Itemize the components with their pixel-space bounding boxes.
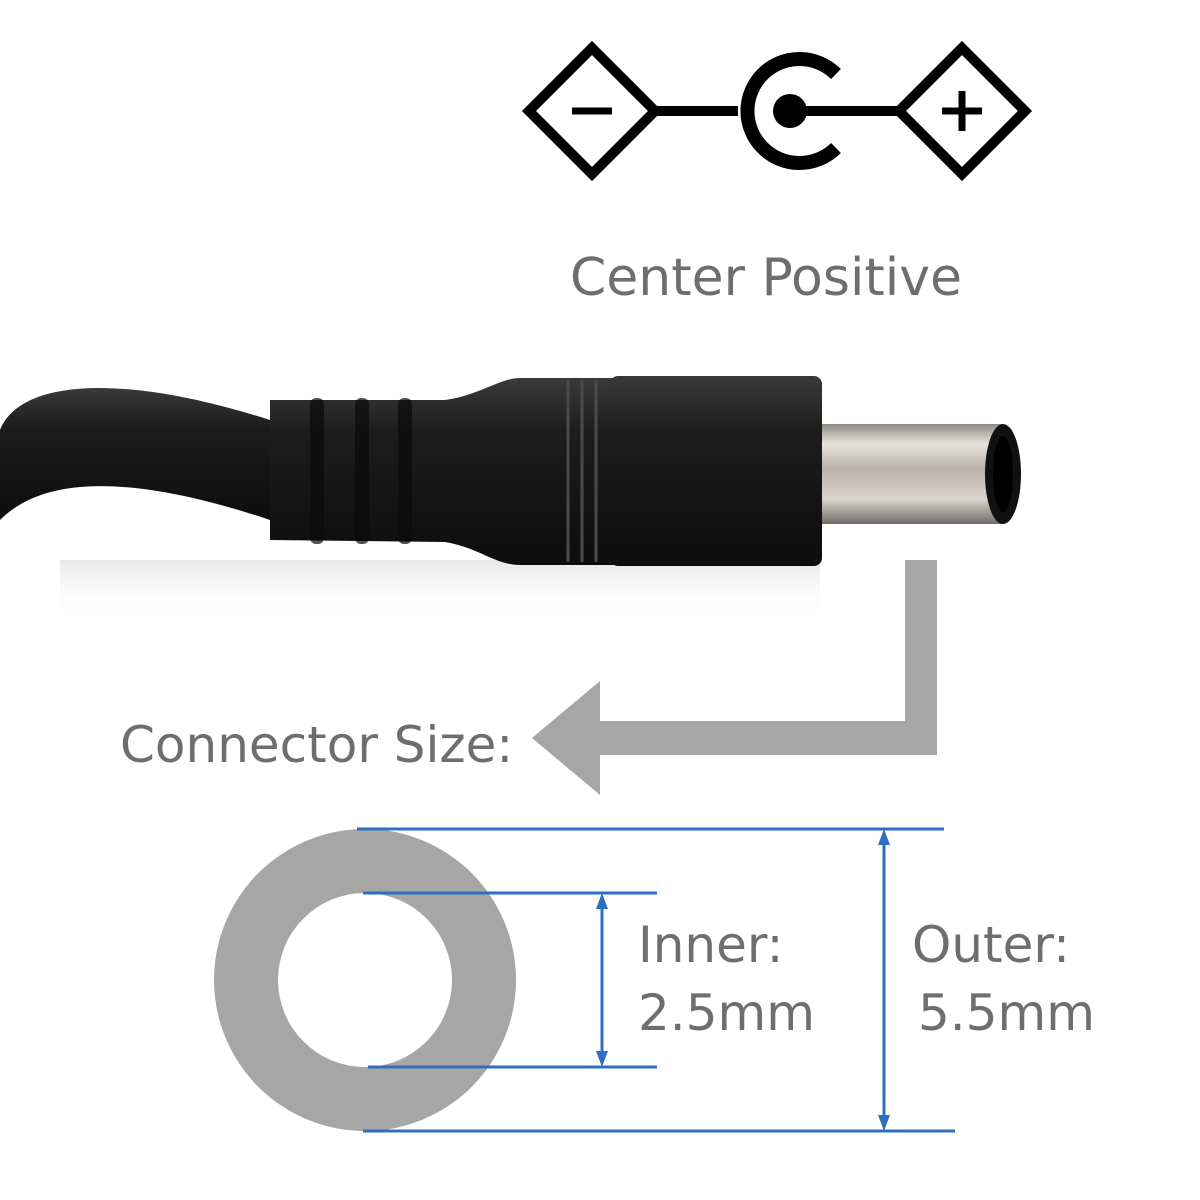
inner-hole: [278, 893, 452, 1067]
center-c-shape: [740, 52, 841, 170]
inner-diameter-label: Inner:: [638, 916, 784, 974]
positive-diamond: [891, 40, 1033, 182]
cable: [0, 387, 270, 520]
outer-diameter-value: 5.5mm: [918, 984, 1095, 1042]
metal-tip: [822, 424, 1002, 524]
plug-body: [610, 376, 822, 566]
connector-size-label: Connector Size:: [120, 716, 514, 774]
plus-sign-icon: [942, 91, 982, 131]
negative-diamond: [521, 40, 663, 182]
outer-diameter-label: Outer:: [912, 916, 1070, 974]
polarity-caption: Center Positive: [570, 248, 963, 308]
inner-diameter-value: 2.5mm: [638, 984, 815, 1042]
